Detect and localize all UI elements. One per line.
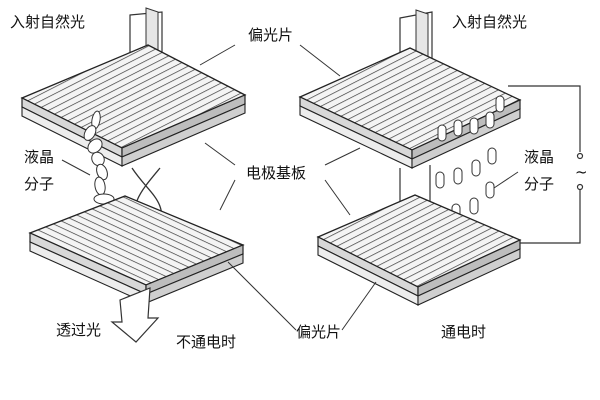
transmitted-light-arrow: [110, 287, 160, 343]
label-liquid-crystal-left-1: 液晶: [24, 148, 54, 166]
label-liquid-crystal-right-1: 液晶: [524, 148, 554, 166]
label-electrode-substrate: 电极基板: [246, 164, 306, 182]
polarizer-plate-bottom-left: [28, 195, 245, 304]
label-polarizer-bottom: 偏光片: [296, 323, 341, 341]
label-power-on: 通电时: [441, 323, 486, 341]
label-power-off: 不通电时: [176, 333, 236, 351]
ac-power-circuit: [508, 85, 584, 244]
label-incident-light-right: 入射自然光: [452, 13, 527, 31]
label-liquid-crystal-left-2: 分子: [24, 175, 54, 193]
polarizer-plate-bottom-right: [316, 194, 522, 306]
label-ac-symbol: ~: [575, 163, 588, 181]
polarizer-plate-top-left: [20, 44, 247, 158]
label-incident-light-left: 入射自然光: [10, 13, 85, 31]
label-liquid-crystal-right-2: 分子: [524, 175, 554, 193]
polarizer-plate-top-right: [298, 47, 522, 160]
leader-lines: [61, 44, 519, 331]
label-polarizer-top: 偏光片: [248, 26, 293, 44]
label-transmitted-light: 透过光: [56, 321, 101, 339]
